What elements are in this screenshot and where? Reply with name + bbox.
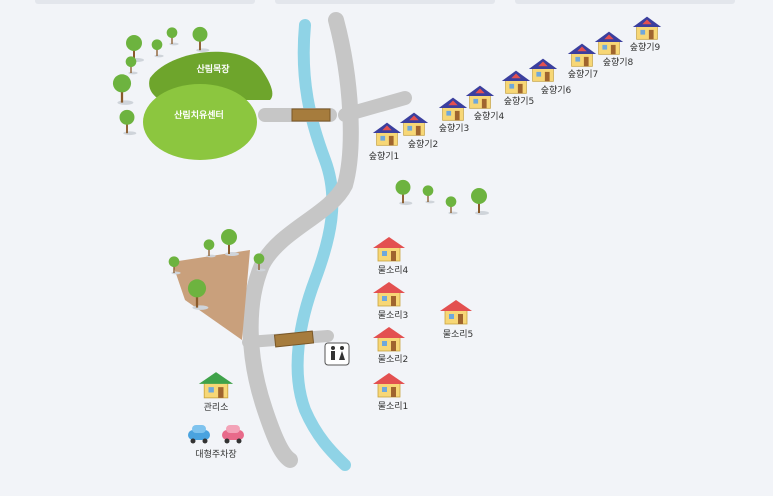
tree [151,39,164,58]
cabin-label: 물소리3 [378,310,409,321]
cabin-forest-2[interactable]: 숲향기2 [399,112,439,150]
cabin-label: 숲향기4 [474,110,505,122]
car-blue-icon [188,425,210,444]
river [291,19,351,471]
tree [395,179,413,206]
tree [166,27,179,46]
plaza [172,250,250,340]
cabin-forest-9[interactable]: 숲향기9 [630,16,662,53]
top-tab-1[interactable] [35,0,255,4]
cabin-water-4[interactable]: 물소리4 [372,236,409,276]
cabin-label: 물소리2 [378,354,409,365]
bridge-south [273,330,315,348]
cabin-forest-1[interactable]: 숲향기1 [369,122,402,162]
restroom-icon[interactable] [324,342,350,366]
healing-center-label: 산림치유센터 [174,109,224,121]
cabin-label: 숲향기3 [439,122,470,134]
tree [221,229,239,256]
cabin-water-1[interactable]: 물소리1 [372,372,409,412]
cabin-forest-7[interactable]: 숲향기7 [567,43,599,80]
tree [445,196,458,215]
cabin-label: 숲향기8 [603,56,634,68]
top-tab-3[interactable] [515,0,735,4]
tree [471,188,489,215]
cabin-forest-4[interactable]: 숲향기4 [465,85,505,122]
cabin-forest-3[interactable]: 숲향기3 [438,97,470,134]
tree [112,74,134,105]
management-office[interactable]: 관리소 [198,371,234,413]
cabin-water-2[interactable]: 물소리2 [372,326,409,365]
parking-label: 대형주차장 [195,448,236,460]
cabin-forest-8[interactable]: 숲향기8 [594,31,634,68]
parking-lot[interactable]: 대형주차장 [188,425,244,460]
cabin-label: 숲향기7 [568,68,599,80]
bridge-north [291,108,331,122]
cabin-forest-5[interactable]: 숲향기5 [501,70,535,107]
cabin-forest-6[interactable]: 숲향기6 [528,58,572,96]
tree [203,239,216,258]
top-tab-2[interactable] [275,0,495,4]
cabin-label: 물소리5 [443,329,474,340]
cabin-label: 숲향기2 [408,138,439,150]
healing-center-zone [143,84,257,160]
cabin-water-5[interactable]: 물소리5 [439,299,474,340]
pasture-label: 산림목장 [196,63,230,75]
cabin-water-3[interactable]: 물소리3 [372,281,409,321]
tree [422,185,435,204]
cabin-label: 숲향기5 [504,95,535,107]
cabin-label: 숲향기9 [630,41,661,53]
cabin-label: 숲향기1 [369,150,400,162]
tree [192,26,210,53]
road-north-east [338,91,412,122]
road-main [242,12,359,468]
cabin-label: 물소리1 [378,401,409,412]
car-pink-icon [222,425,244,444]
cabin-label: 물소리4 [378,265,409,276]
cabin-label: 숲향기6 [541,84,572,96]
office-label: 관리소 [204,402,229,413]
tree [119,109,137,136]
